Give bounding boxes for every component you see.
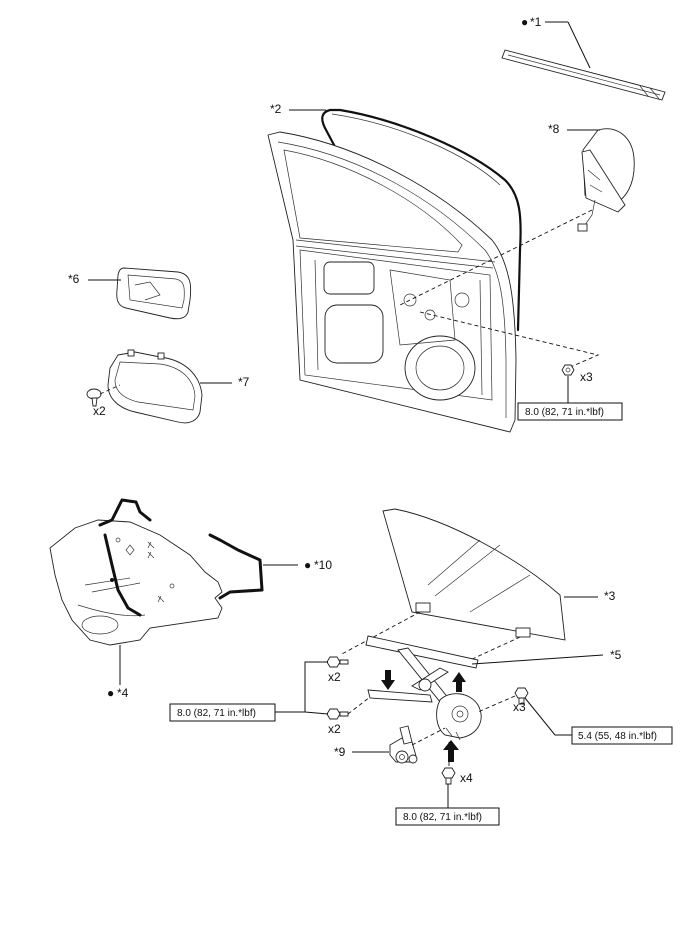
service-cover-small <box>116 267 192 320</box>
label-part-9: *9 <box>334 745 346 759</box>
qty-bolt-lower: x2 <box>328 722 341 736</box>
wire-harness <box>98 498 264 617</box>
service-hole-cover-sheet <box>49 519 223 646</box>
belt-moulding <box>501 21 666 101</box>
mirror-guide-2 <box>419 311 600 369</box>
bolt-lower-guide <box>347 696 371 715</box>
up-arrow-motor <box>443 740 459 762</box>
label-part-10: *10 <box>314 558 332 572</box>
label-part-7: *7 <box>238 375 250 389</box>
motor-guide <box>411 727 446 746</box>
label-part-1: *1 <box>530 15 542 29</box>
label-part-4: *4 <box>117 686 129 700</box>
glass-guide-1 <box>339 611 421 656</box>
dot-marker-4: ● <box>107 686 114 700</box>
qty-bolt-motor: x4 <box>460 771 473 785</box>
qty-bolt-upper: x2 <box>328 670 341 684</box>
door-glass <box>382 508 566 641</box>
torque-regulator: 5.4 (55, 48 in.*lbf) <box>578 731 657 742</box>
torque-glass-bolts: 8.0 (82, 71 in.*lbf) <box>177 708 256 719</box>
qty-mirror-nut: x3 <box>580 370 593 384</box>
mirror-nut <box>561 364 575 376</box>
torque-box-regulator <box>571 726 673 745</box>
bolt-motor <box>441 767 456 785</box>
bolt-lower <box>326 708 349 720</box>
dot-marker-1: ● <box>521 15 528 29</box>
label-part-3: *3 <box>604 589 616 603</box>
torque-box-motor <box>395 807 500 826</box>
window-motor <box>389 725 418 764</box>
clip-guide <box>99 384 121 395</box>
mirror-guide-1 <box>399 209 593 306</box>
bolt-upper <box>326 656 349 668</box>
regulator-bolt-guide <box>477 695 516 713</box>
glass-guide-2 <box>469 636 521 661</box>
qty-clip: x2 <box>93 404 106 418</box>
torque-box-glass <box>169 703 276 722</box>
dot-marker-10: ● <box>304 558 311 572</box>
leader-torque-glass <box>275 661 329 715</box>
outer-mirror <box>577 128 635 232</box>
up-arrow-regulator <box>452 672 466 692</box>
qty-bolt-regulator: x3 <box>513 700 526 714</box>
window-regulator <box>365 635 482 741</box>
label-part-2: *2 <box>270 102 282 116</box>
torque-mirror: 8.0 (82, 71 in.*lbf) <box>525 407 604 418</box>
leader-5 <box>471 654 604 665</box>
clip <box>86 388 102 407</box>
label-part-6: *6 <box>68 272 80 286</box>
label-part-8: *8 <box>548 122 560 136</box>
torque-motor: 8.0 (82, 71 in.*lbf) <box>403 812 482 823</box>
torque-box-mirror <box>517 402 623 421</box>
leader-torque-regulator <box>524 697 572 736</box>
label-part-5: *5 <box>610 648 622 662</box>
door-panel <box>267 131 517 433</box>
down-arrow-regulator <box>381 670 395 690</box>
service-cover-large <box>107 349 203 424</box>
